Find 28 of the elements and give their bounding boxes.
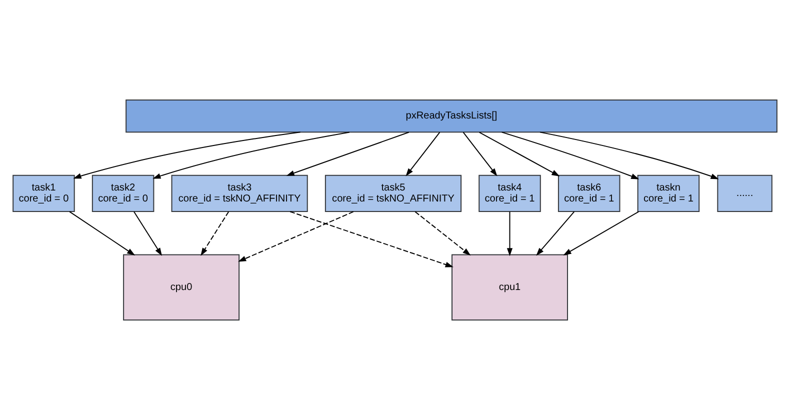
arrow xyxy=(540,131,719,179)
arrow xyxy=(73,131,300,178)
arrow xyxy=(290,210,454,267)
arrow xyxy=(238,210,354,262)
node-box: task4 core_id = 1 xyxy=(478,174,541,212)
arrow xyxy=(406,132,440,176)
arrow xyxy=(462,132,498,176)
node-box: cpu1 xyxy=(452,254,568,320)
node-box: taskn core_id = 1 xyxy=(637,174,700,212)
arrow xyxy=(414,210,471,256)
node-box: task5 core_id = tskNO_AFFINITY xyxy=(324,174,462,212)
node-box: task3 core_id = tskNO_AFFINITY xyxy=(171,174,308,212)
arrow xyxy=(152,131,350,178)
arrow xyxy=(200,210,230,256)
arrow xyxy=(134,210,162,256)
node-box: cpu0 xyxy=(123,254,240,320)
node-box: task6 core_id = 1 xyxy=(558,174,620,212)
arrow xyxy=(563,210,639,255)
arrow xyxy=(502,131,640,179)
arrow xyxy=(536,210,575,256)
arrow xyxy=(286,131,410,176)
arrow xyxy=(69,210,136,255)
arrow xyxy=(506,211,513,256)
node-box: task1 core_id = 0 xyxy=(12,174,75,212)
node-box: ...... xyxy=(717,174,772,212)
node-box: pxReadyTasksLists[] xyxy=(126,99,778,132)
arrow xyxy=(479,131,560,176)
node-box: task2 core_id = 0 xyxy=(92,174,154,212)
